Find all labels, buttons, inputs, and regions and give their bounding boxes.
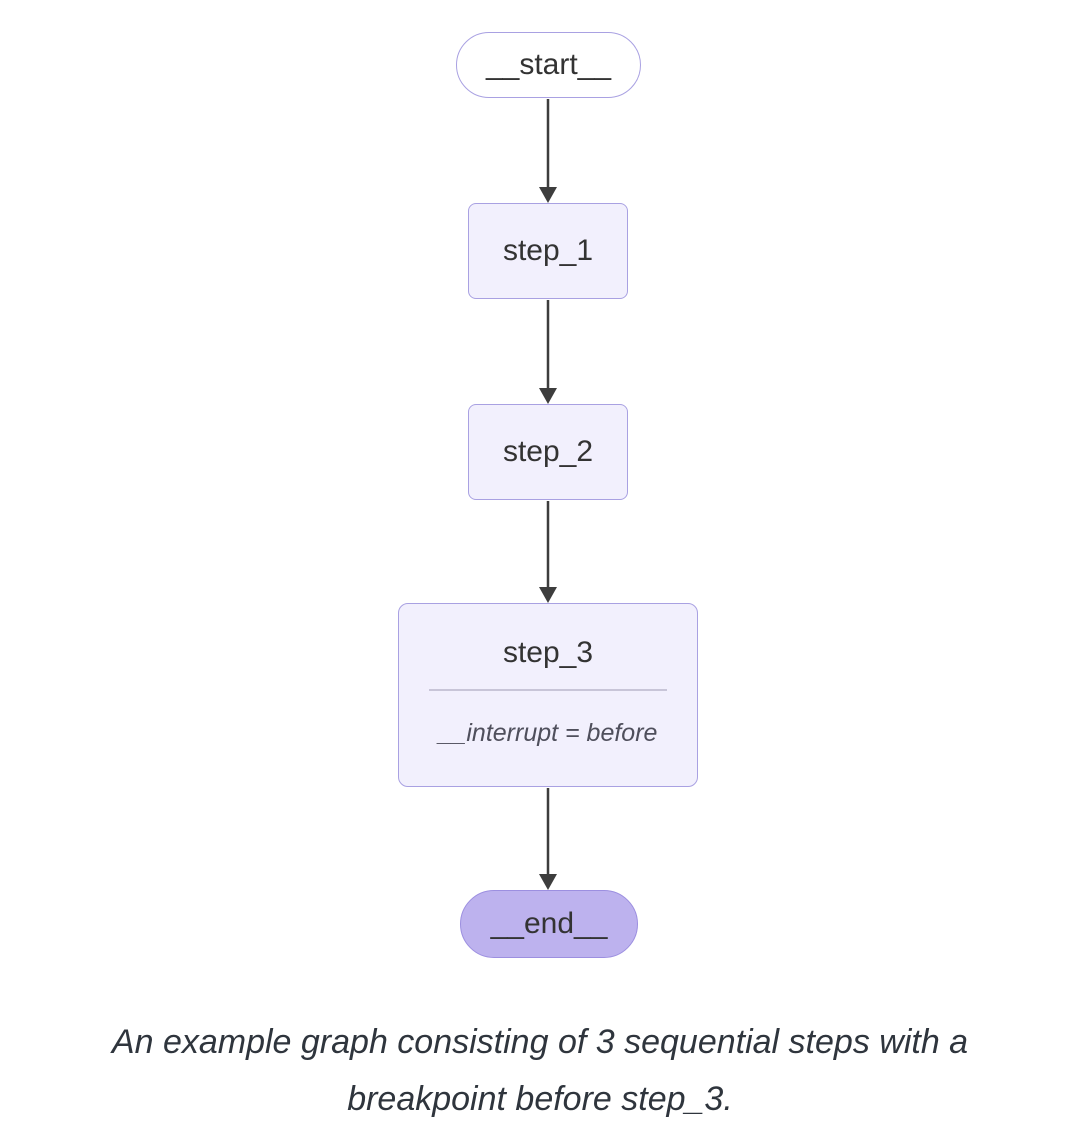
edge-step2-to-step3: [539, 501, 557, 603]
node-step-2-label: step_2: [502, 435, 594, 468]
node-end: __end__: [460, 890, 638, 958]
edge-step1-to-step2: [539, 300, 557, 404]
node-step-3-interrupt-annotation: __interrupt = before: [438, 718, 658, 747]
figure-caption-line-1: An example graph consisting of 3 sequent…: [111, 1023, 969, 1061]
node-start-label: __start__: [485, 48, 612, 81]
edge-start-to-step1: [539, 99, 557, 203]
node-step-3-divider: [429, 689, 667, 691]
edge-step3-to-end: [539, 788, 557, 890]
node-step-1-label: step_1: [502, 234, 594, 267]
node-step-3: step_3 __interrupt = before: [398, 603, 698, 787]
node-step-2: step_2: [468, 404, 628, 500]
node-start: __start__: [456, 32, 641, 98]
arrowhead-down-icon: [539, 874, 557, 890]
arrowhead-down-icon: [539, 587, 557, 603]
arrowhead-down-icon: [539, 388, 557, 404]
node-step-1: step_1: [468, 203, 628, 299]
figure-caption-line-2: breakpoint before step_3.: [347, 1080, 733, 1118]
figure-caption: An example graph consisting of 3 sequent…: [0, 1014, 1080, 1128]
arrowhead-down-icon: [539, 187, 557, 203]
node-end-label: __end__: [490, 907, 608, 940]
node-step-3-label: step_3: [502, 636, 594, 669]
